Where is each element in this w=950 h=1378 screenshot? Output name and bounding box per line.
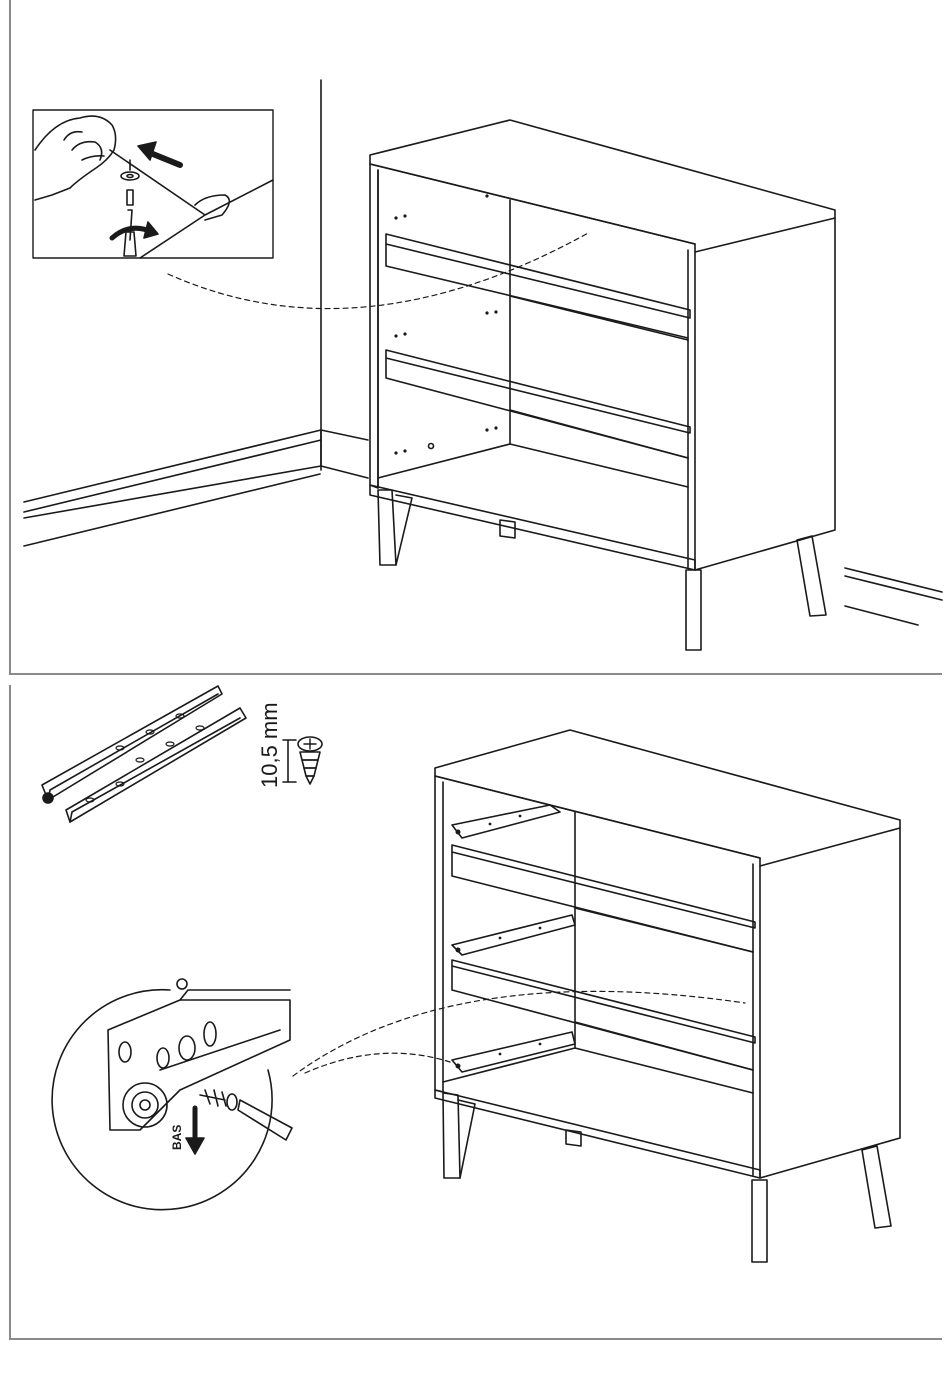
detail-inset-top xyxy=(33,110,273,258)
down-arrow-icon xyxy=(186,1138,204,1154)
callout-curve-bottom-2 xyxy=(305,1053,450,1073)
room-corner xyxy=(24,80,942,625)
drawer-slide-pair xyxy=(42,686,246,822)
detail-circle-bottom xyxy=(52,979,292,1210)
dresser-bottom-step xyxy=(435,730,900,1262)
screw-size-label: 10,5 mm xyxy=(257,702,282,788)
dresser-top-step xyxy=(370,120,835,650)
callout-curve-top xyxy=(168,232,590,309)
direction-label: BAS xyxy=(170,1125,184,1150)
callout-curve-bottom xyxy=(293,991,745,1076)
screw-icon-group xyxy=(283,737,322,784)
